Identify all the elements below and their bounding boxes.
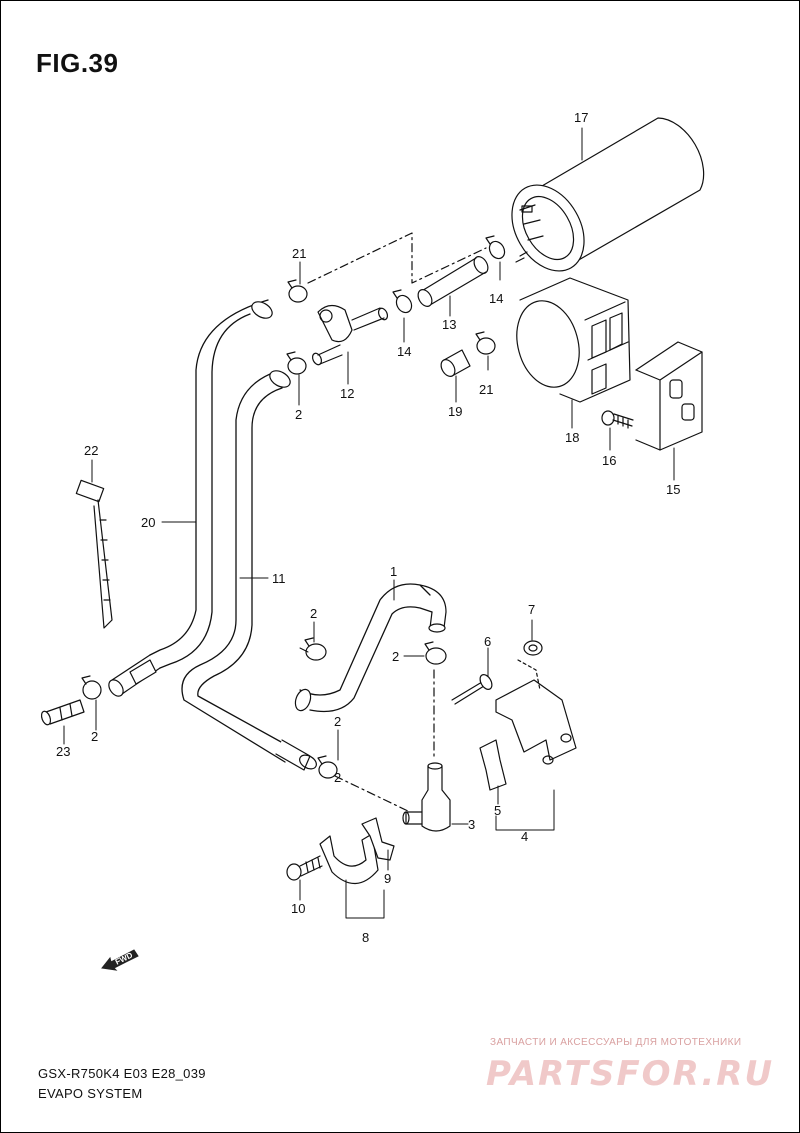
- clamp-part-2b[interactable]: [304, 637, 327, 661]
- figure-title: FIG.39: [36, 48, 119, 78]
- clamp-part-2d[interactable]: [81, 675, 102, 700]
- hose-part-11[interactable]: [181, 367, 319, 771]
- hose-part-20[interactable]: [106, 298, 275, 698]
- callout: 2: [91, 729, 98, 744]
- canister-holder-part-18[interactable]: [508, 277, 631, 403]
- fitting-part-23[interactable]: [40, 699, 85, 726]
- callout: 9: [384, 871, 391, 886]
- clamp-part-2e[interactable]: [317, 755, 338, 779]
- clamp-part-14b[interactable]: [392, 289, 415, 315]
- forward-arrow-icon: FWD: [101, 949, 139, 971]
- callout: 2: [334, 770, 341, 785]
- clamp-part-2c[interactable]: [424, 641, 447, 665]
- clamp-part-2a[interactable]: [286, 351, 307, 375]
- model-code: GSX-R750K4 E03 E28_039: [38, 1066, 206, 1081]
- callout: 19: [448, 404, 462, 419]
- callout: 12: [340, 386, 354, 401]
- rivet-part-6[interactable]: [451, 673, 494, 705]
- hose-part-1[interactable]: [293, 583, 447, 713]
- holder-part-8[interactable]: [319, 833, 379, 885]
- section-title: EVAPO SYSTEM: [38, 1086, 143, 1101]
- callout: 11: [272, 571, 286, 586]
- clamp-part-21a[interactable]: [287, 279, 308, 303]
- callout-labels: 17 21 14 13 21 14 12 2 19 18 16 15 22 20…: [56, 110, 680, 945]
- callout: 21: [292, 246, 306, 261]
- bolt-part-16[interactable]: [601, 410, 634, 429]
- clamp-part-14a[interactable]: [485, 235, 508, 261]
- watermark-logo: PARTSFOR.RU: [486, 1054, 775, 1094]
- callout: 7: [528, 602, 535, 617]
- watermark-caption: ЗАПЧАСТИ И АКСЕССУАРЫ ДЛЯ МОТОТЕХНИКИ: [490, 1037, 742, 1048]
- callout: 2: [392, 649, 399, 664]
- callout: 21: [479, 382, 493, 397]
- cap-part-19[interactable]: [438, 349, 471, 379]
- callout: 2: [310, 606, 317, 621]
- cable-tie-part-22[interactable]: [75, 479, 113, 629]
- callout: 5: [494, 803, 501, 818]
- leader-lines: [63, 127, 675, 919]
- valve-part-12[interactable]: [311, 304, 389, 366]
- callout: 2: [295, 407, 302, 422]
- fwd-label: FWD: [114, 951, 135, 967]
- clip-part-5[interactable]: [479, 739, 507, 791]
- callout: 1: [390, 564, 397, 579]
- tee-fitting-part-3[interactable]: [402, 762, 451, 832]
- callout: 20: [141, 515, 155, 530]
- callout: 2: [334, 714, 341, 729]
- callout: 8: [362, 930, 369, 945]
- callout: 6: [484, 634, 491, 649]
- canister-part-17[interactable]: [497, 117, 705, 284]
- callout: 16: [602, 453, 616, 468]
- callout: 18: [565, 430, 579, 445]
- callout: 10: [291, 901, 305, 916]
- callout: 3: [468, 817, 475, 832]
- callout: 23: [56, 744, 70, 759]
- clip-part-9[interactable]: [361, 817, 395, 861]
- callout: 22: [84, 443, 98, 458]
- callout: 17: [574, 110, 588, 125]
- callout: 4: [521, 829, 528, 844]
- callout: 13: [442, 317, 456, 332]
- callout: 14: [397, 344, 411, 359]
- washer-part-7[interactable]: [523, 640, 543, 656]
- callout: 14: [489, 291, 503, 306]
- bracket-part-15[interactable]: [635, 341, 703, 451]
- hose-part-13[interactable]: [415, 254, 490, 309]
- clamp-part-21b[interactable]: [475, 331, 496, 355]
- bracket-assembly-part-4[interactable]: [495, 659, 577, 765]
- screw-part-10[interactable]: [286, 855, 323, 881]
- callout: 15: [666, 482, 680, 497]
